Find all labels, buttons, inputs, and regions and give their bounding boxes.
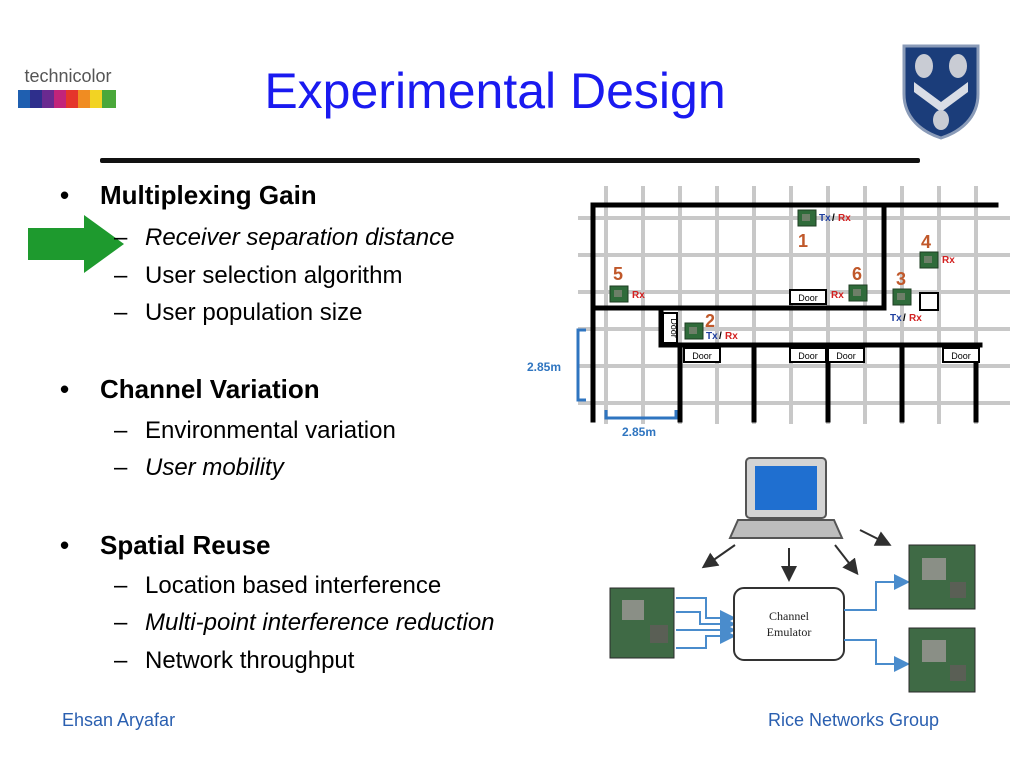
bullet-dot: • <box>60 180 70 210</box>
tx-label: Tx <box>890 313 902 324</box>
sub-bullet-text: User population size <box>145 299 363 326</box>
door-label: Door <box>798 351 818 361</box>
section-heading-text: Spatial Reuse <box>100 530 271 560</box>
door-label: Door <box>669 318 679 338</box>
rx-label: Rx <box>632 290 645 301</box>
node-number: 4 <box>921 232 931 252</box>
output-links <box>844 574 910 672</box>
door-label: Door <box>798 293 818 303</box>
bullet-dash: – <box>114 572 128 599</box>
wireless-nodes: Tx / Rx 1 Rx 4 Rx 5 Rx 6 Tx / Rx 3 Tx / … <box>609 209 955 342</box>
tx-label: Tx <box>706 331 718 342</box>
door-label: Door <box>692 351 712 361</box>
bullet-dash: – <box>114 609 128 636</box>
dimension-horizontal-label: 2.85m <box>622 425 656 439</box>
node-number: 6 <box>852 264 862 284</box>
dimension-vertical-label: 2.85m <box>527 360 561 374</box>
rx-label: Rx <box>909 313 922 324</box>
sub-bullet-text: Environmental variation <box>145 417 396 444</box>
footer-author: Ehsan Aryafar <box>62 710 176 730</box>
sub-bullet-text: User mobility <box>145 454 284 481</box>
right-radio-board-top-icon <box>908 544 976 610</box>
rx-label: Rx <box>838 213 851 224</box>
bullet-dash: – <box>114 647 128 674</box>
input-links <box>676 597 736 649</box>
control-arrows <box>701 529 892 582</box>
left-radio-board-icon <box>609 587 675 659</box>
bullet-dash: – <box>114 224 128 251</box>
section-heading-text: Multiplexing Gain <box>100 180 317 210</box>
rx-label: Rx <box>725 331 738 342</box>
bullet-dot: • <box>60 530 70 560</box>
door-label: Door <box>951 351 971 361</box>
bullet-dash: – <box>114 417 128 444</box>
green-arrow-icon <box>28 215 124 273</box>
sub-bullet-text: Receiver separation distance <box>145 224 455 251</box>
sub-bullet-text: User selection algorithm <box>145 262 403 289</box>
door-label: Door <box>836 351 856 361</box>
rice-crest-icon <box>902 44 980 140</box>
bullet-dash: – <box>114 454 128 481</box>
section-heading-text: Channel Variation <box>100 374 320 404</box>
floor-walls <box>590 202 999 423</box>
slash-label: / <box>903 313 906 324</box>
node-number: 3 <box>896 269 906 289</box>
slide-title: Experimental Design <box>264 63 726 119</box>
laptop-icon <box>728 457 844 539</box>
bullet-dash: – <box>114 262 128 289</box>
technicolor-logo-text: technicolor <box>24 66 112 86</box>
floor-plan-diagram: Door Door Door Door Door Door Tx / Rx 1 … <box>527 186 1010 439</box>
title-underline <box>100 158 920 163</box>
right-radio-board-bottom-icon <box>908 627 976 693</box>
door-labels: Door Door Door Door Door Door <box>662 289 980 363</box>
node-number: 1 <box>798 231 808 251</box>
rx-label: Rx <box>942 255 955 266</box>
channel-emulator-box <box>733 587 845 661</box>
slash-label: / <box>832 213 835 224</box>
slash-label: / <box>719 331 722 342</box>
technicolor-color-bar <box>18 90 116 108</box>
sub-bullet-text: Multi-point interference reduction <box>145 609 495 636</box>
footer-group: Rice Networks Group <box>768 710 940 730</box>
channel-emulator-diagram: Channel Emulator <box>609 457 976 693</box>
tx-label: Tx <box>819 213 831 224</box>
emulator-label-line2: Emulator <box>767 625 812 639</box>
technicolor-logo: technicolor <box>16 66 120 110</box>
node-number: 5 <box>613 264 623 284</box>
empty-node-box <box>919 292 939 311</box>
node-number: 2 <box>705 311 715 331</box>
bullet-dash: – <box>114 299 128 326</box>
sub-bullet-text: Location based interference <box>145 572 442 599</box>
sub-bullet-text: Network throughput <box>145 647 355 674</box>
rx-label: Rx <box>831 290 844 301</box>
bullet-dot: • <box>60 374 70 404</box>
emulator-label-line1: Channel <box>769 609 810 623</box>
dimension-markers <box>576 328 678 420</box>
